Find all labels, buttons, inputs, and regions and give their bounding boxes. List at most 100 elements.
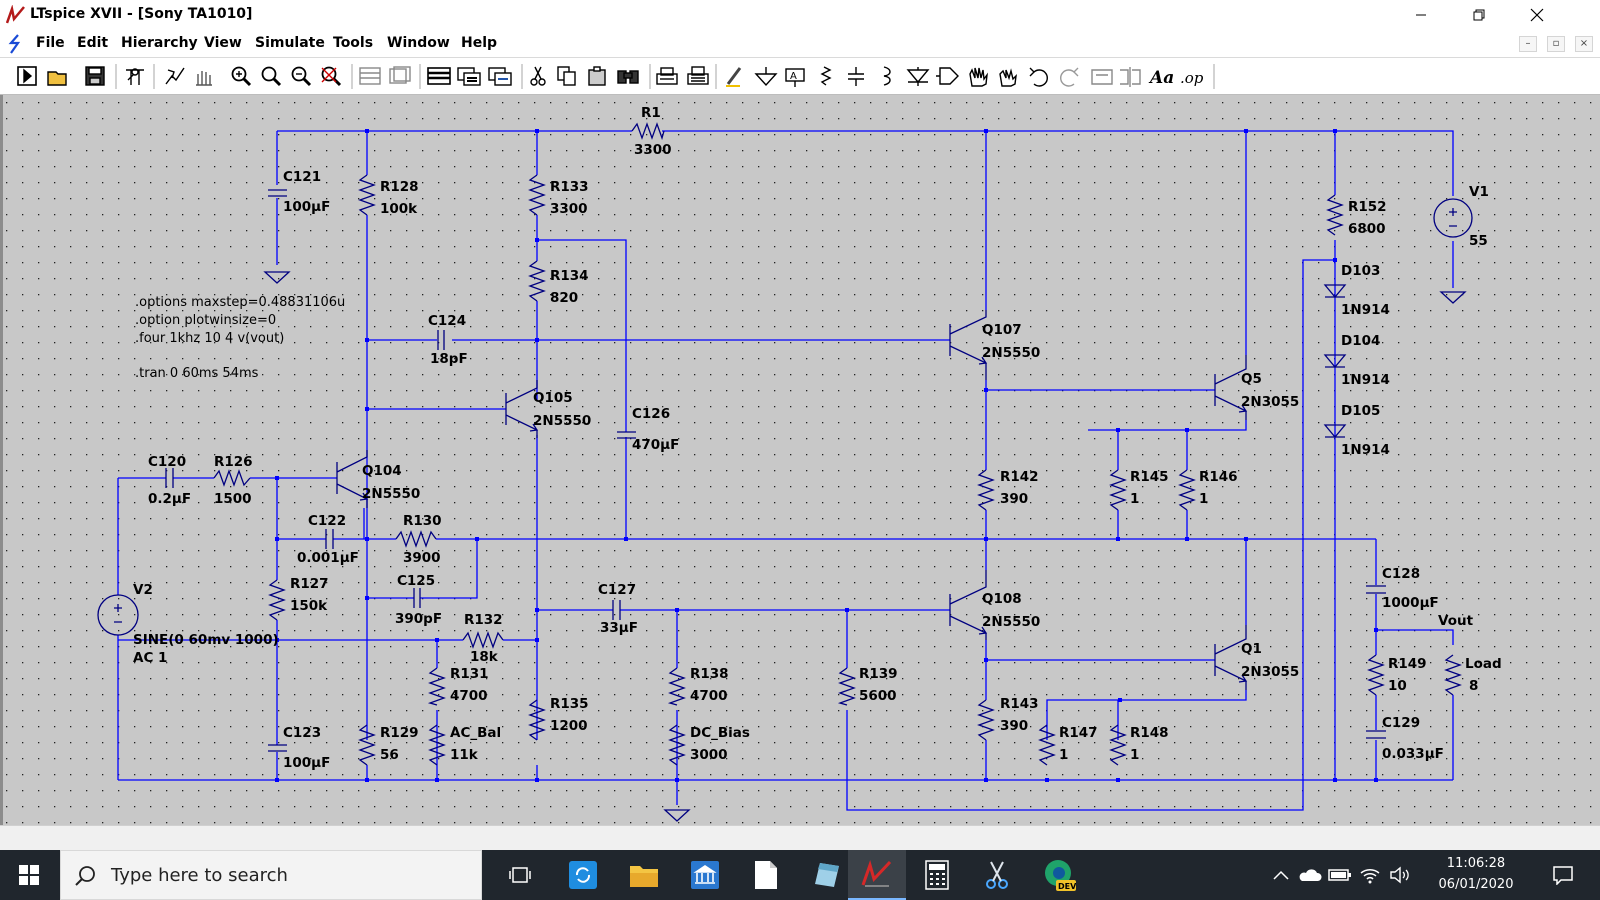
paste-icon[interactable] (588, 66, 606, 86)
text-icon[interactable]: Aa (1148, 68, 1174, 88)
taskbar-app-document[interactable] (737, 850, 795, 900)
tray-battery[interactable] (1326, 850, 1354, 900)
open-icon[interactable] (47, 71, 67, 86)
schematic-view-icon[interactable] (427, 67, 451, 85)
taskbar-app-snipping-tool[interactable] (968, 850, 1026, 900)
print-setup-icon[interactable] (656, 67, 678, 85)
component-ref: Q1 (1241, 641, 1262, 657)
tile-icon[interactable] (359, 67, 381, 85)
v2-symbol (114, 604, 122, 623)
menu-help[interactable]: Help (461, 35, 498, 51)
spice-directives[interactable]: .options maxstep=0.48831106u .option plo… (135, 295, 345, 381)
taskbar-app-file-explorer[interactable] (615, 850, 673, 900)
close-button[interactable] (1514, 0, 1560, 30)
component-ref: C122 (308, 513, 346, 529)
mirror-icon[interactable] (1120, 67, 1141, 87)
ltspice-app-icon (861, 860, 892, 887)
directive-line[interactable]: .tran 0 60ms 54ms (135, 366, 259, 381)
find-icon[interactable] (617, 70, 639, 84)
tray-overflow-button[interactable] (1268, 850, 1294, 900)
r142-symbol (977, 469, 995, 511)
r148-symbol (1109, 724, 1127, 766)
tray-volume[interactable] (1386, 850, 1414, 900)
resistor-icon[interactable] (820, 66, 832, 86)
inductor-icon[interactable] (883, 66, 891, 86)
component-value: 2N5550 (982, 345, 1040, 361)
clock-time[interactable]: 11:06:28 (1446, 856, 1506, 871)
control-panel-icon[interactable] (126, 68, 144, 85)
zoom-out-icon[interactable] (291, 66, 312, 87)
undo-icon[interactable] (1029, 67, 1048, 87)
tray-onedrive[interactable] (1296, 850, 1324, 900)
taskbar-app-bank[interactable] (676, 850, 734, 900)
c124-symbol (437, 330, 445, 350)
menu-edit[interactable]: Edit (77, 35, 109, 51)
directive-line[interactable]: .four 1khz 10 4 v(vout) (135, 331, 284, 346)
minimize-button[interactable] (1398, 0, 1444, 30)
component-ref: C129 (1382, 715, 1420, 731)
autorange-icon[interactable] (321, 66, 342, 87)
menu-hierarchy[interactable]: Hierarchy (121, 35, 198, 51)
component-value: 6800 (1348, 221, 1386, 237)
component-value: 150k (290, 598, 328, 614)
component-ref: D104 (1341, 333, 1380, 349)
action-center-button[interactable] (1540, 850, 1586, 900)
directive-line[interactable]: .option plotwinsize=0 (135, 313, 276, 328)
clock-date[interactable]: 06/01/2020 (1438, 877, 1514, 892)
menu-view[interactable]: View (204, 35, 242, 51)
restore-button[interactable] (1456, 0, 1502, 30)
mdi-close-button[interactable]: × (1575, 36, 1593, 52)
menu-window[interactable]: Window (387, 35, 450, 51)
cascade-icon[interactable] (389, 66, 411, 84)
redo-icon[interactable] (1060, 67, 1079, 87)
mdi-minimize-button[interactable]: – (1519, 36, 1537, 52)
component-icon[interactable] (936, 67, 959, 85)
ground-icon[interactable] (754, 67, 778, 87)
cut-icon[interactable] (530, 66, 546, 86)
component-ref: R128 (380, 179, 419, 195)
spice-directive-icon[interactable]: .op (1180, 69, 1204, 87)
taskbar-app-notepad[interactable] (798, 850, 856, 900)
move-icon[interactable] (969, 67, 988, 87)
print-icon[interactable] (687, 66, 709, 85)
copy-icon[interactable] (557, 66, 576, 86)
halt-icon[interactable] (196, 71, 212, 86)
taskbar-app-ltspice[interactable] (848, 850, 906, 900)
zoom-full-icon[interactable] (261, 66, 282, 87)
drag-icon[interactable] (999, 68, 1017, 87)
capacitor-icon[interactable] (848, 67, 864, 86)
net-label-vout[interactable]: Vout (1438, 613, 1474, 629)
zoom-in-icon[interactable] (231, 66, 252, 87)
component-ref: C125 (397, 573, 435, 589)
notepad-app-icon (815, 863, 839, 887)
component-ref: R138 (690, 666, 729, 682)
label-net-icon[interactable]: A (785, 68, 805, 87)
rotate-icon[interactable] (1091, 69, 1113, 85)
draw-wire-icon[interactable] (726, 67, 742, 87)
run-icon[interactable] (165, 67, 185, 85)
menu-simulate[interactable]: Simulate (255, 35, 325, 51)
taskbar-app-calculator[interactable] (908, 850, 966, 900)
taskbar-app-edge-dev[interactable]: DEV (1030, 850, 1088, 900)
component-ref: C127 (598, 582, 636, 598)
schematic-canvas[interactable]: .options maxstep=0.48831106u .option plo… (0, 95, 1600, 825)
taskbar-app-sync[interactable] (554, 850, 612, 900)
component-value: 820 (550, 290, 578, 306)
mdi-restore-button[interactable]: ▫ (1547, 36, 1565, 52)
schematic-doc-icon[interactable] (4, 32, 26, 56)
tray-wifi[interactable] (1356, 850, 1384, 900)
save-icon[interactable] (85, 66, 105, 86)
menu-file[interactable]: File (36, 35, 65, 51)
start-button[interactable] (0, 850, 58, 900)
netlist-icon[interactable] (488, 67, 512, 86)
c125-symbol (413, 588, 421, 608)
taskbar: Type here to search DEV 11:06: (0, 850, 1600, 900)
menu-tools[interactable]: Tools (333, 35, 374, 51)
task-view-button[interactable] (491, 850, 549, 900)
taskbar-search-box[interactable]: Type here to search (60, 850, 482, 900)
new-schematic-icon[interactable] (17, 66, 37, 86)
directive-line[interactable]: .options maxstep=0.48831106u (135, 295, 345, 310)
diode-icon[interactable] (906, 67, 930, 86)
waveform-view-icon[interactable] (457, 67, 481, 86)
bank-app-icon (691, 861, 719, 889)
